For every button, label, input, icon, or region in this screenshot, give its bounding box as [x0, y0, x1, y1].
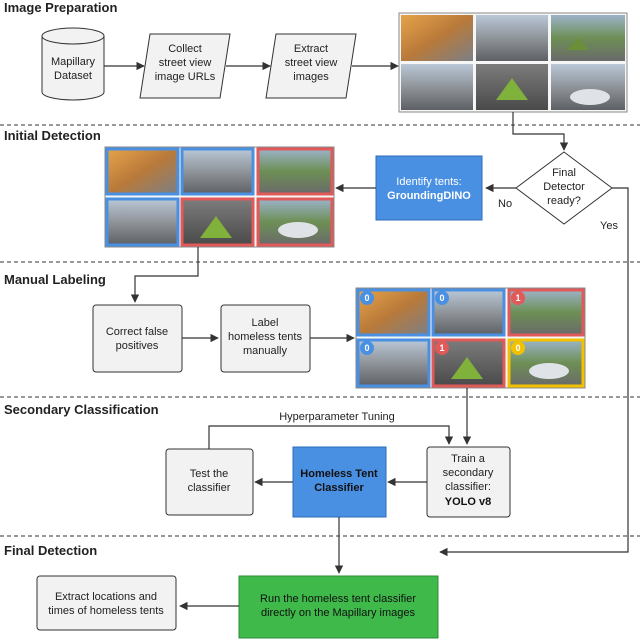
label-label-line-3: manually	[243, 345, 288, 357]
correct-label-line-1: Correct false	[106, 326, 168, 338]
label-badge	[435, 291, 449, 305]
extract-label-line-1: Extract	[294, 43, 328, 55]
classifier-label-line-1: Homeless Tent	[300, 468, 378, 480]
collect-label-line-2: street view	[159, 57, 212, 69]
label-badge-text: 0	[364, 343, 369, 353]
decision-label-line-3: ready?	[547, 195, 581, 207]
identify-label-line-2: GroundingDINO	[387, 190, 471, 202]
edge-decision-yes	[439, 187, 629, 557]
label-badge-text: 0	[439, 293, 444, 303]
test-classifier-node: Test the classifier	[165, 448, 254, 516]
edge-images-to-decision	[512, 112, 569, 151]
mapillary-dataset-node: Mapillary Dataset	[41, 27, 105, 101]
edge-test-to-train-tuning	[208, 425, 454, 449]
identify-tents-node: Identify tents: GroundingDINO	[375, 155, 483, 221]
label-badge	[511, 291, 525, 305]
extract-images-node: Extract street view images	[265, 33, 357, 99]
section-title-final-detection: Final Detection	[4, 543, 97, 558]
decision-label-line-2: Detector	[543, 181, 585, 193]
identify-label-line-1: Identify tents:	[396, 176, 461, 188]
label-label-line-1: Label	[252, 317, 279, 329]
section-title-secondary-classification: Secondary Classification	[4, 402, 159, 417]
edge-label-yes: Yes	[600, 220, 618, 232]
section-title-initial-detection: Initial Detection	[4, 128, 101, 143]
collect-label-line-3: image URLs	[155, 71, 216, 83]
label-tents-node: Label homeless tents manually	[220, 304, 311, 373]
label-badge	[511, 341, 525, 355]
classifier-label-line-2: Classifier	[314, 482, 364, 494]
detection-image-grid	[104, 146, 335, 248]
edge-label-no: No	[498, 198, 512, 210]
collect-label-line-1: Collect	[168, 43, 202, 55]
section-title-manual-labeling: Manual Labeling	[4, 272, 106, 287]
label-badge	[360, 291, 374, 305]
decision-label-line-1: Final	[552, 167, 576, 179]
extract-locations-node: Extract locations and times of homeless …	[36, 575, 177, 631]
run-classifier-node: Run the homeless tent classifier directl…	[238, 575, 439, 639]
mapillary-label-line-1: Mapillary	[51, 56, 96, 68]
label-badge-text: 1	[439, 343, 444, 353]
street-image-grid-preparation	[398, 12, 628, 113]
extract-locations-line-2: times of homeless tents	[48, 605, 164, 617]
extract-locations-line-1: Extract locations and	[55, 591, 157, 603]
section-title-image-preparation: Image Preparation	[4, 0, 117, 15]
run-label-line-1: Run the homeless tent classifier	[260, 593, 416, 605]
run-label-line-2: directly on the Mapillary images	[261, 607, 416, 619]
train-label-line-3: classifier:	[445, 481, 491, 493]
train-label-line-4: YOLO v8	[445, 496, 491, 508]
train-classifier-node: Train a secondary classifier: YOLO v8	[426, 446, 511, 518]
collect-urls-node: Collect street view image URLs	[139, 33, 231, 99]
label-badge	[360, 341, 374, 355]
test-label-line-1: Test the	[190, 468, 229, 480]
label-badge-text: 0	[364, 293, 369, 303]
homeless-tent-classifier-node: Homeless Tent Classifier	[292, 446, 387, 518]
labeled-image-grid: 0 0 1 0 1 0	[355, 287, 586, 389]
hyperparameter-tuning-label: Hyperparameter Tuning	[279, 411, 395, 423]
label-badge-text: 1	[515, 293, 520, 303]
train-label-line-2: secondary	[443, 467, 494, 479]
train-label-line-1: Train a	[451, 453, 486, 465]
correct-label-line-2: positives	[116, 340, 159, 352]
mapillary-label-line-2: Dataset	[54, 70, 92, 82]
correct-false-positives-node: Correct false positives	[92, 304, 183, 373]
extract-label-line-2: street view	[285, 57, 338, 69]
test-label-line-2: classifier	[188, 482, 231, 494]
final-detector-decision: Final Detector ready?	[515, 151, 613, 225]
extract-label-line-3: images	[293, 71, 329, 83]
label-label-line-2: homeless tents	[228, 331, 302, 343]
label-badge-text: 0	[515, 343, 520, 353]
edge-detections-to-correct	[130, 247, 199, 303]
label-badge	[435, 341, 449, 355]
